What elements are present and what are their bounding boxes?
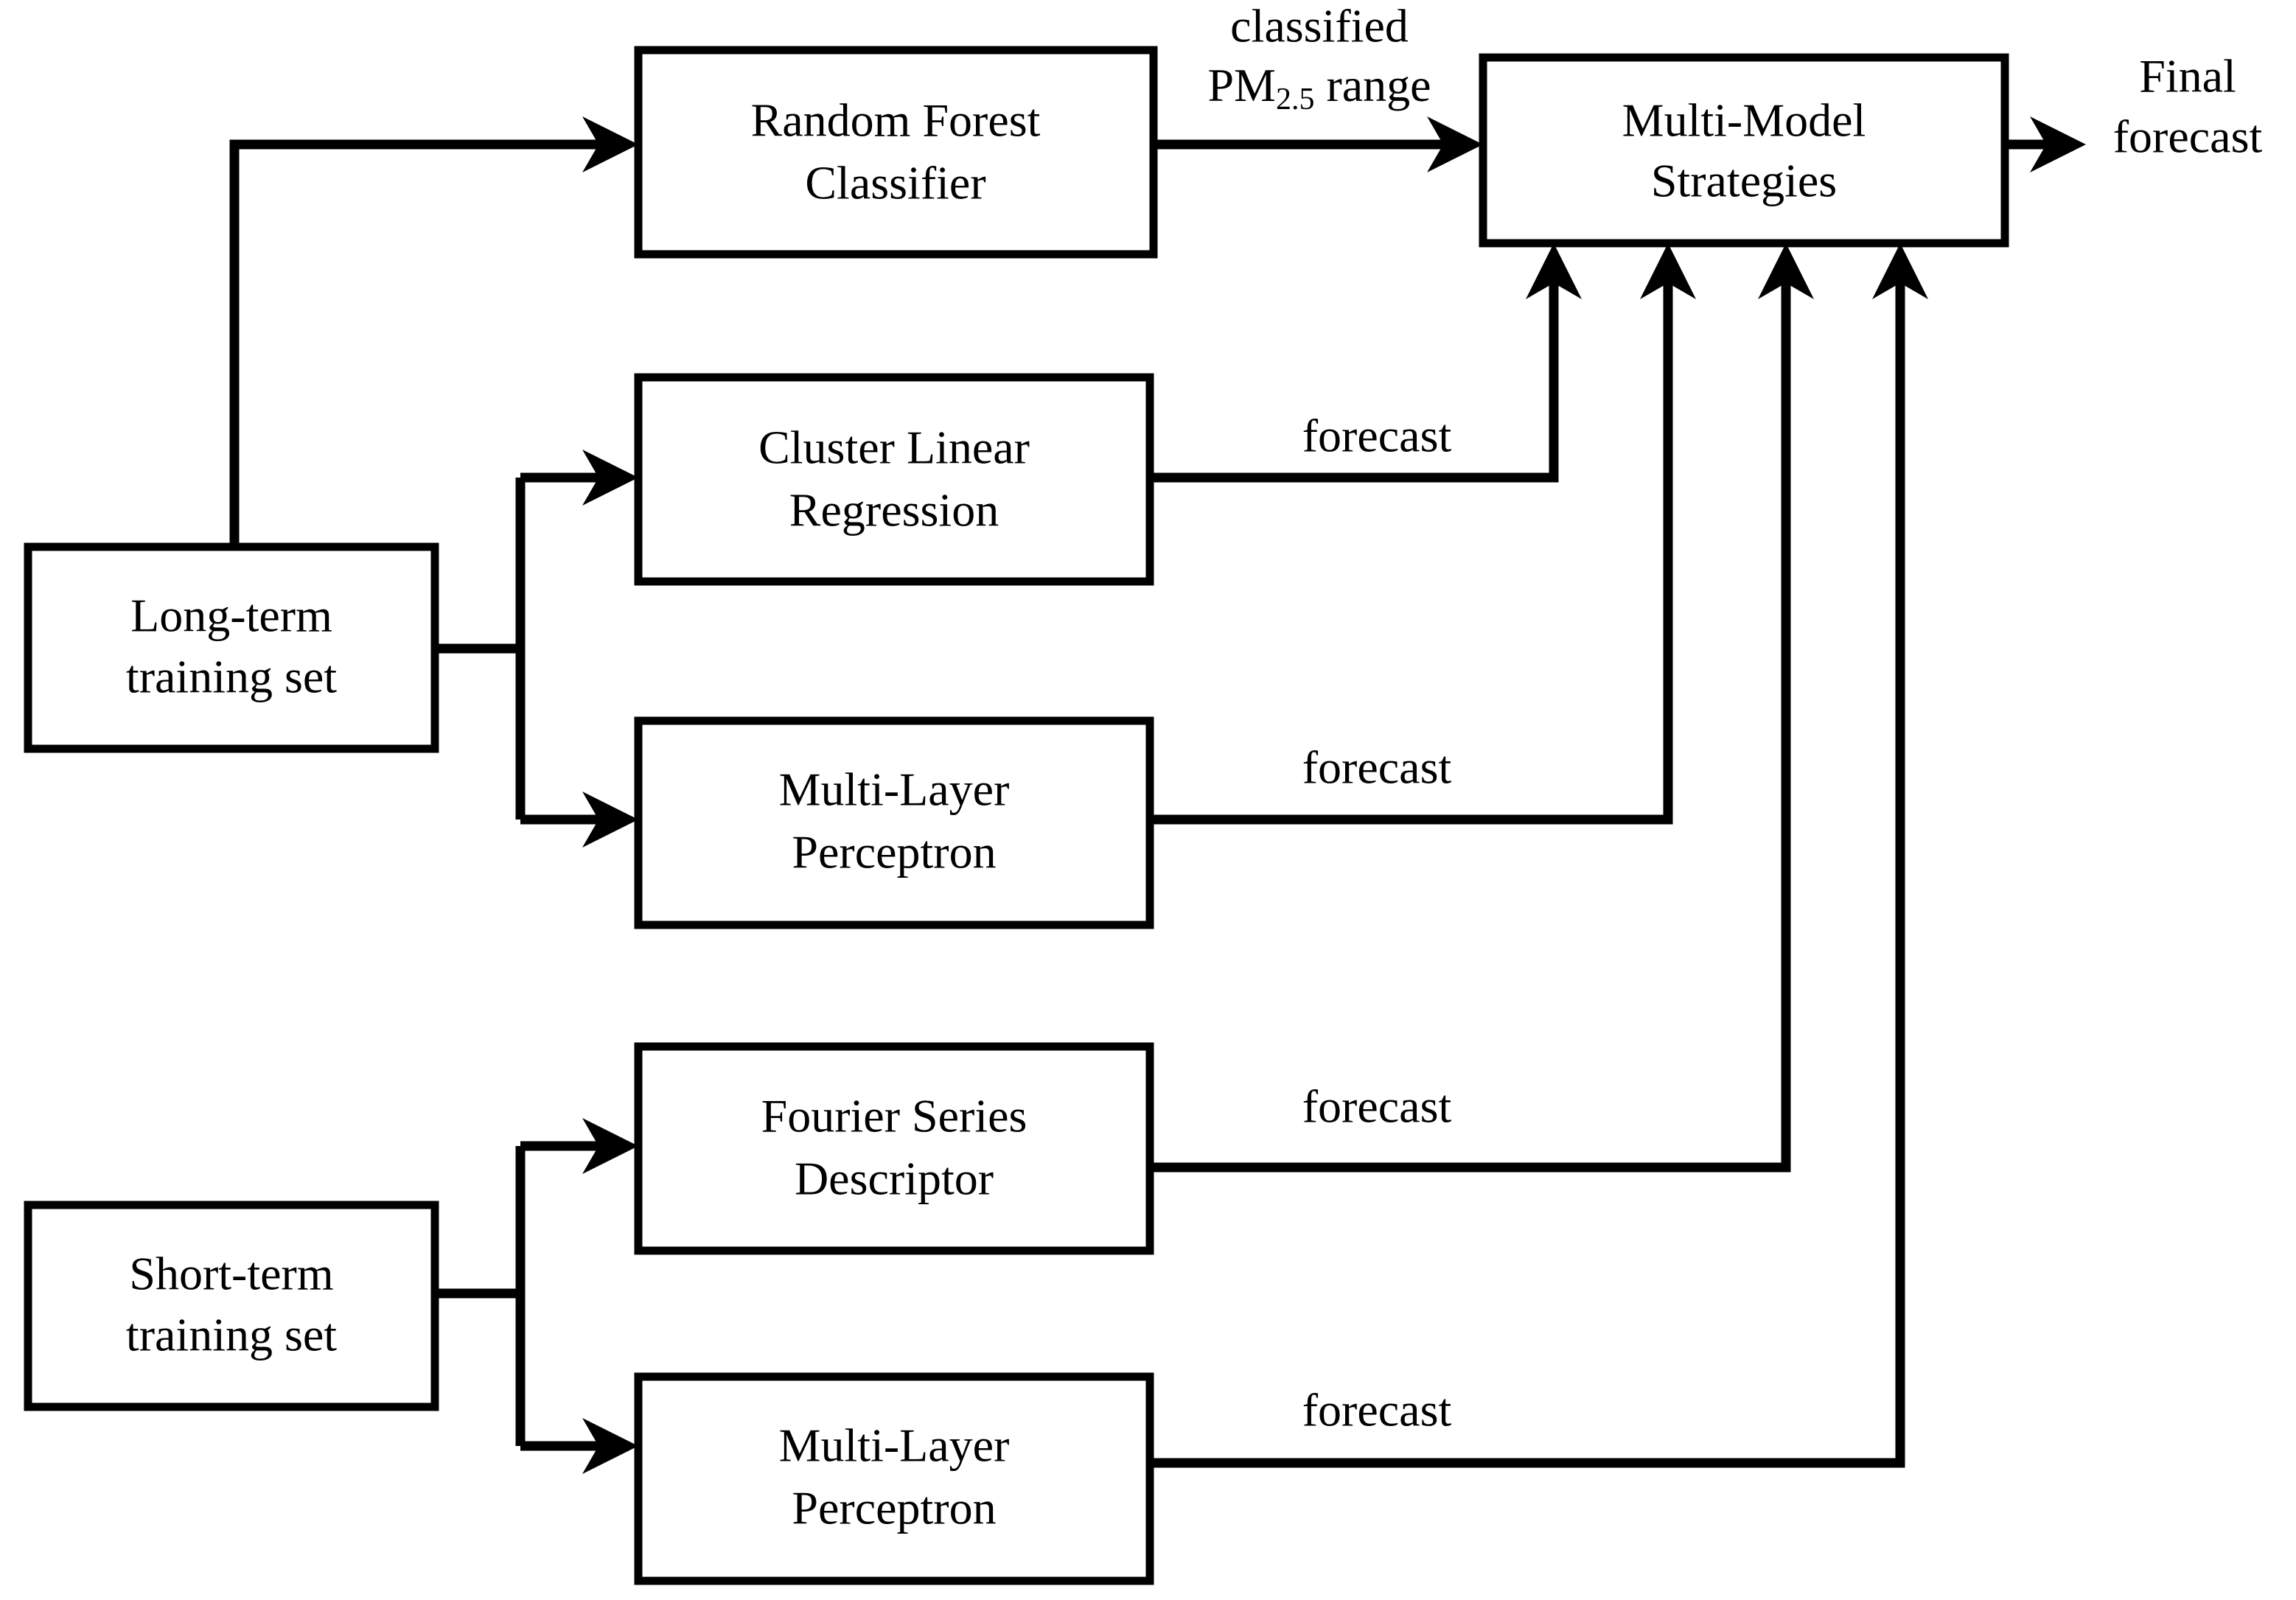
- mlp-long-label-line1: Multi-Layer: [779, 764, 1010, 816]
- long-term-label-line2: training set: [126, 651, 337, 703]
- edge-mlp-short-to-multi-model: [1150, 243, 1928, 1468]
- edge-longterm-to-random-forest: [229, 116, 638, 560]
- classified-label-line1: classified: [1230, 0, 1409, 52]
- edge-mlp-long-to-multi-model: [1150, 243, 1696, 825]
- node-multi-layer-perceptron-long[interactable]: Multi-Layer Perceptron: [634, 716, 1154, 929]
- node-short-term-training-set[interactable]: Short-term training set: [24, 1201, 439, 1411]
- range-suffix: range: [1314, 59, 1431, 111]
- random-forest-label-line1: Random Forest: [751, 94, 1041, 147]
- long-term-label-line1: Long-term: [130, 590, 332, 642]
- edge-label-forecast-mlp-short: forecast: [1302, 1384, 1452, 1436]
- edge-label-classified-pm25-range: classified PM2.5 range: [1207, 0, 1431, 116]
- fourier-label-line2: Descriptor: [795, 1153, 994, 1205]
- mlp-long-label-line2: Perceptron: [792, 826, 996, 878]
- arrowhead-to-cluster-linear-regression: [582, 450, 638, 506]
- edge-cluster-linear-to-multi-model: [1150, 243, 1582, 483]
- arrowhead-multi-model-input-1: [1526, 243, 1582, 299]
- pm-prefix: PM: [1207, 59, 1276, 111]
- fourier-label-line1: Fourier Series: [761, 1090, 1027, 1142]
- cluster-linear-label-line1: Cluster Linear: [758, 422, 1030, 474]
- edge-random-forest-to-multi-model: [1154, 116, 1483, 172]
- random-forest-label-line2: Classifier: [805, 157, 985, 209]
- final-forecast-output: Final forecast: [2113, 50, 2263, 163]
- pm-subscript: 2.5: [1276, 83, 1315, 116]
- arrowhead-to-random-forest: [582, 116, 638, 172]
- arrowhead-to-multi-model-left: [1427, 116, 1483, 172]
- arrowhead-to-mlp-long: [582, 792, 638, 848]
- cluster-linear-label-line2: Regression: [789, 484, 999, 537]
- short-term-label-line2: training set: [126, 1309, 337, 1361]
- multi-model-label-line2: Strategies: [1651, 155, 1837, 207]
- node-long-term-training-set[interactable]: Long-term training set: [24, 542, 439, 753]
- short-term-label-line1: Short-term: [129, 1248, 333, 1300]
- arrowhead-to-final-forecast: [2030, 116, 2086, 172]
- node-random-forest-classifier[interactable]: Random Forest Classifier: [634, 46, 1158, 259]
- edge-label-forecast-mlp-long: forecast: [1302, 741, 1452, 794]
- node-fourier-series-descriptor[interactable]: Fourier Series Descriptor: [634, 1042, 1154, 1255]
- edge-fourier-to-multi-model: [1150, 243, 1814, 1173]
- mlp-short-label-line1: Multi-Layer: [779, 1419, 1010, 1472]
- arrowhead-multi-model-input-4: [1872, 243, 1928, 299]
- edge-longterm-bracket: [435, 450, 638, 848]
- node-multi-layer-perceptron-short[interactable]: Multi-Layer Perceptron: [634, 1372, 1154, 1585]
- pm25-range-label: PM2.5 range: [1207, 59, 1431, 116]
- arrowhead-multi-model-input-2: [1640, 243, 1696, 299]
- edge-label-forecast-cluster-linear: forecast: [1302, 410, 1452, 462]
- edge-shortterm-bracket: [435, 1118, 638, 1474]
- final-forecast-line1: Final: [2139, 50, 2236, 102]
- edge-multi-model-to-final-forecast: [2005, 116, 2086, 172]
- arrowhead-to-mlp-short: [582, 1418, 638, 1474]
- node-multi-model-strategies[interactable]: Multi-Model Strategies: [1479, 53, 2009, 248]
- mlp-short-label-line2: Perceptron: [792, 1482, 996, 1534]
- node-cluster-linear-regression[interactable]: Cluster Linear Regression: [634, 373, 1154, 586]
- arrowhead-multi-model-input-3: [1758, 243, 1814, 299]
- multi-model-label-line1: Multi-Model: [1622, 94, 1866, 147]
- arrowhead-to-fourier-series-descriptor: [582, 1118, 638, 1174]
- edge-label-forecast-fourier: forecast: [1302, 1080, 1452, 1133]
- final-forecast-line2: forecast: [2113, 111, 2263, 163]
